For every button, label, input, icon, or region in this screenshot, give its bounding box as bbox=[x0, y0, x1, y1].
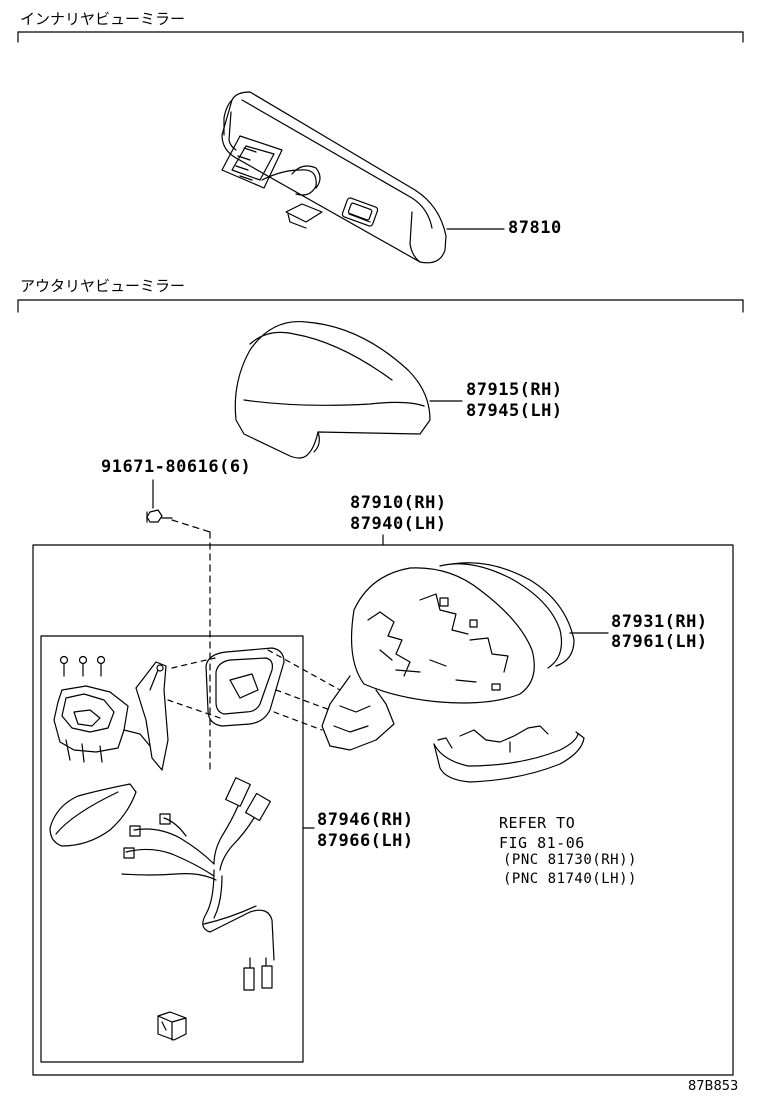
turn-signal-lamp-illustration bbox=[433, 725, 585, 783]
figure-code: 87B853 bbox=[688, 1079, 739, 1094]
inner-mirror-section-title: インナリヤビューミラー bbox=[20, 10, 186, 28]
screw-illustration bbox=[146, 479, 173, 523]
inner-section-bracket bbox=[17, 31, 744, 43]
part-number-visor-sub-lh[interactable]: 87966(LH) bbox=[317, 831, 414, 851]
outer-section-bracket bbox=[17, 299, 744, 313]
part-number-cover-rh[interactable]: 87915(RH) bbox=[466, 380, 563, 400]
refer-note-line-4: (PNC 81740(LH)) bbox=[503, 871, 637, 887]
part-number-mirror-glass-rh[interactable]: 87931(RH) bbox=[611, 612, 708, 632]
outer-assembly-box bbox=[32, 534, 734, 1076]
outer-mirror-section-title: アウタリヤビューミラー bbox=[20, 277, 186, 295]
small-screws-illustration bbox=[59, 655, 106, 677]
part-number-mirror-glass-lh[interactable]: 87961(LH) bbox=[611, 632, 708, 652]
mirror-actuator-illustration bbox=[53, 661, 169, 771]
small-connector-illustration bbox=[157, 1011, 187, 1041]
part-number-visor-sub-rh[interactable]: 87946(RH) bbox=[317, 810, 414, 830]
part-number-outer-mirror-rh[interactable]: 87910(RH) bbox=[350, 493, 447, 513]
screw-dashed-leader bbox=[171, 519, 211, 771]
mirror-cover-illustration bbox=[234, 320, 463, 459]
part-number-outer-mirror-lh[interactable]: 87940(LH) bbox=[350, 514, 447, 534]
wire-harness-illustration bbox=[121, 777, 275, 991]
base-cover-illustration bbox=[49, 783, 137, 847]
mirror-gasket-illustration bbox=[205, 647, 285, 727]
part-number-cover-lh[interactable]: 87945(LH) bbox=[466, 401, 563, 421]
refer-note-line-1: REFER TO bbox=[499, 814, 576, 832]
inner-mirror-illustration bbox=[221, 91, 505, 264]
refer-note-line-3: (PNC 81730(RH)) bbox=[503, 852, 637, 868]
visor-subassembly-box bbox=[40, 635, 315, 1063]
part-number-inner-mirror[interactable]: 87810 bbox=[508, 218, 562, 238]
refer-note-line-2[interactable]: FIG 81-06 bbox=[499, 834, 585, 852]
part-number-screw[interactable]: 91671-80616(6) bbox=[101, 457, 252, 477]
assembly-dashed-lines bbox=[167, 649, 341, 731]
outer-mirror-housing-illustration bbox=[321, 562, 609, 751]
